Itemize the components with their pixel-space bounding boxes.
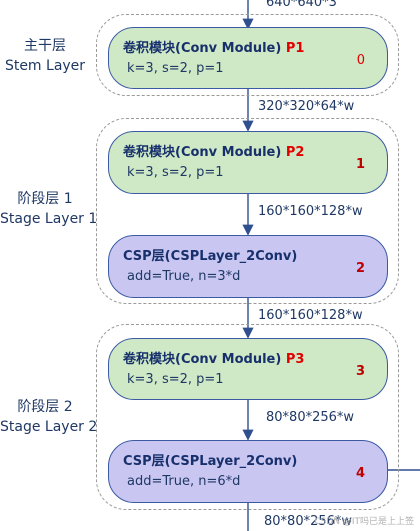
node-index: 2 [355,261,365,276]
stage1-label: 阶段层 1 Stage Layer 1 [0,189,98,229]
node-params: add=True, n=3*d [127,269,241,284]
node-params: add=True, n=6*d [127,474,241,489]
conv-module-node-3[interactable]: 卷积模块(Conv Module) P3 k=3, s=2, p=1 3 [108,338,388,400]
node-index: 0 [356,53,365,68]
shape-s3: 80*80*256*w [266,410,355,425]
node-title-text: 卷积模块(Conv Module) [123,352,286,367]
node-title: 卷积模块(Conv Module) P3 [123,348,304,367]
conv-module-node-1[interactable]: 卷积模块(Conv Module) P2 k=3, s=2, p=1 1 [108,131,388,194]
conv-module-node-0[interactable]: 卷积模块(Conv Module) P1 k=3, s=2, p=1 0 [108,27,388,89]
node-params: k=3, s=2, p=1 [127,372,224,387]
stage2-group [96,324,399,510]
stem-label-cn: 主干层 [24,38,66,54]
node-title: CSP层(CSPLayer_2Conv) [123,245,297,264]
node-title: 卷积模块(Conv Module) P2 [123,141,304,160]
stage2-label: 阶段层 2 Stage Layer 2 [0,397,98,437]
node-params: k=3, s=2, p=1 [127,165,224,180]
stage1-group [96,118,399,304]
stem-label: 主干层 Stem Layer [0,36,90,76]
shape-s0: 320*320*64*w [258,99,355,114]
node-title-text: CSP层(CSPLayer_2Conv) [123,454,298,469]
shape-s1: 160*160*128*w [258,204,363,219]
node-tag: P1 [285,41,305,56]
node-title-text: 卷积模块(Conv Module) [123,41,286,56]
node-title: CSP层(CSPLayer_2Conv) [123,450,297,469]
node-title-text: CSP层(CSPLayer_2Conv) [123,249,298,264]
node-title: 卷积模块(Conv Module) P1 [123,37,304,56]
stem-label-en: Stem Layer [4,58,86,74]
shape-input: 640*640*3 [266,0,337,10]
shape-s2: 160*160*128*w [258,308,363,323]
shape-s4: 80*80*256*w [264,514,353,529]
stage2-label-cn: 阶段层 2 [17,399,73,415]
csp-layer-node-4[interactable]: CSP层(CSPLayer_2Conv) add=True, n=6*d 4 [108,440,388,503]
csp-layer-node-2[interactable]: CSP层(CSPLayer_2Conv) add=True, n=3*d 2 [108,235,388,298]
node-tag: P3 [285,352,305,367]
node-index: 1 [355,157,365,172]
node-index: 3 [355,364,365,379]
node-params: k=3, s=2, p=1 [127,61,224,76]
node-index: 4 [355,466,365,481]
stage1-label-cn: 阶段层 1 [17,191,73,207]
stage1-label-en: Stage Layer 1 [0,211,98,227]
stem-group [96,14,399,96]
node-title-text: 卷积模块(Conv Module) [123,145,286,160]
stage2-label-en: Stage Layer 2 [0,419,98,435]
watermark: CSDN @IT吗已是上上签 [314,517,414,527]
node-tag: P2 [285,145,305,160]
